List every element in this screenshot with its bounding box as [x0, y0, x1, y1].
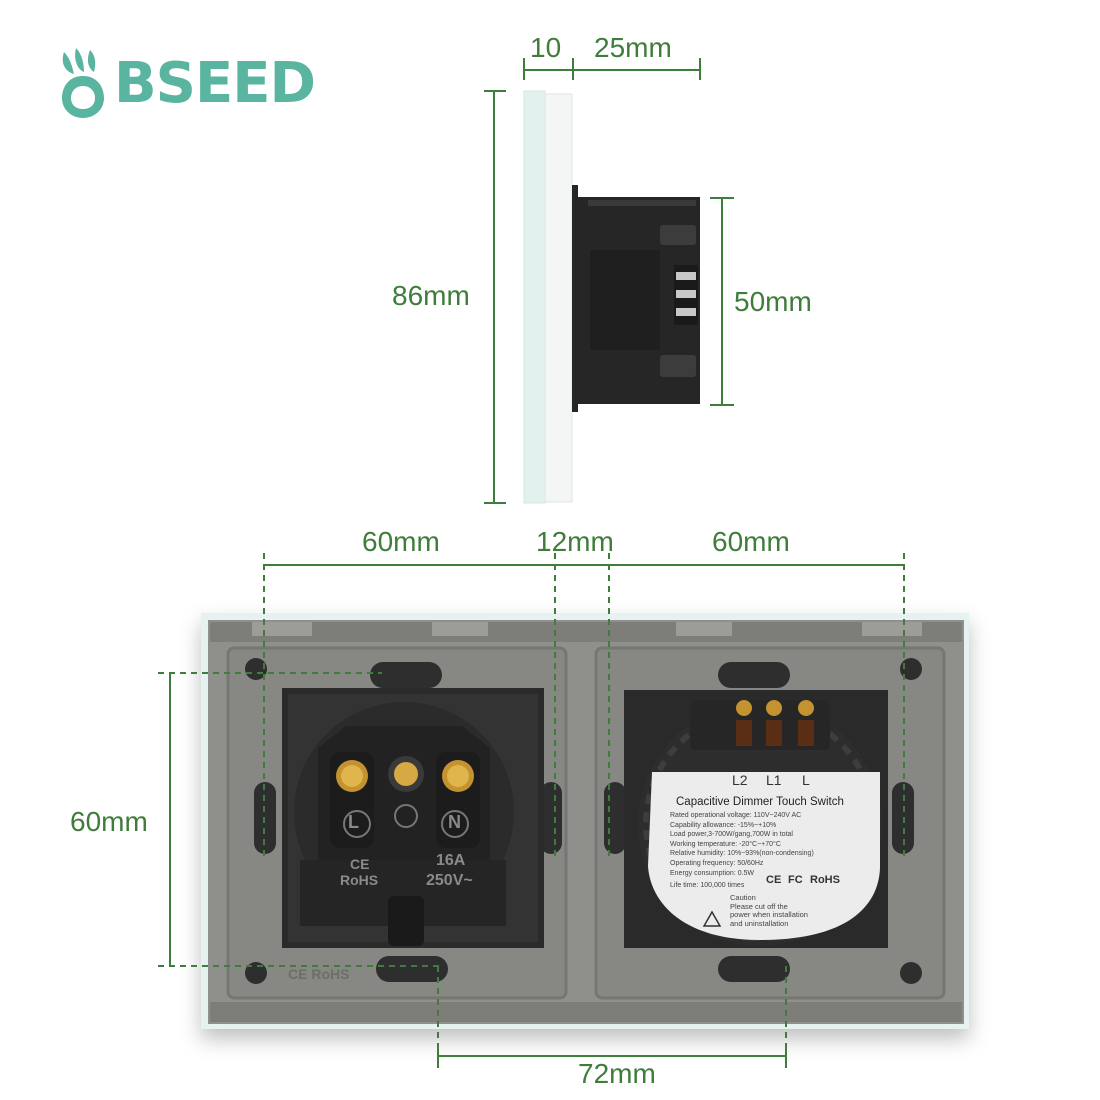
spec-line: Working temperature: -20°C~+70°C: [670, 840, 781, 848]
socket-rohs-mark: RoHS: [340, 872, 379, 888]
frame-back-panel: [544, 93, 573, 503]
dim-center-distance: 72mm: [578, 1058, 656, 1089]
dimmer-spec-list: Rated operational voltage: 110V~240V AC …: [670, 811, 870, 891]
dimmer-terminal-l2: L2: [732, 772, 748, 788]
dim-module-height: 60mm: [70, 806, 148, 837]
spec-line: Load power,3-700W/gang,700W in total: [670, 831, 793, 839]
dimmer-module: [624, 690, 888, 948]
spec-line: Operating frequency: 50/60Hz: [670, 859, 764, 867]
caution-title: Caution: [730, 893, 756, 902]
dim-glass-thickness: 10: [530, 32, 562, 63]
frame-ce-rohs-mark: CE RoHS: [288, 966, 350, 982]
back-view-diagram: [158, 553, 969, 1068]
dim-right-width: 60mm: [712, 526, 790, 557]
caution-line: power when installation: [730, 910, 808, 920]
dimmer-label-title: Capacitive Dimmer Touch Switch: [676, 796, 844, 808]
socket-module: [282, 688, 544, 948]
caution-line: Please cut off the: [730, 901, 788, 911]
brand-name: BSEED: [114, 50, 316, 116]
dimmer-rohs-mark: RoHS: [810, 874, 840, 886]
spec-line: Rated operational voltage: 110V~240V AC: [670, 812, 802, 819]
spec-line: Energy consumption: 0.5W: [670, 869, 755, 877]
socket-ce-mark: CE: [350, 856, 370, 872]
dimmer-fc-mark: FC: [788, 874, 803, 886]
dim-gap: 12mm: [536, 526, 614, 557]
dim-body-height: 50mm: [734, 286, 812, 317]
side-view-diagram: [484, 58, 734, 504]
spec-line: Capability allowance: -15%~+10%: [670, 821, 777, 829]
spec-line: Relative humidity: 10%~93%(non-condensin…: [670, 850, 814, 858]
dim-body-depth: 25mm: [594, 32, 672, 63]
dim-panel-height: 86mm: [392, 280, 470, 311]
socket-rating-amps: 16A: [436, 852, 466, 869]
dim-left-width: 60mm: [362, 526, 440, 557]
dimmer-terminal-l: L: [802, 772, 810, 788]
socket-terminal-l: L: [348, 812, 359, 832]
socket-rating-volts: 250V~: [426, 872, 473, 889]
dimmer-terminal-l1: L1: [766, 772, 782, 788]
rabbit-ears-logo-icon: [62, 48, 104, 118]
dimmer-ce-mark: CE: [766, 874, 782, 886]
socket-terminal-n: N: [448, 812, 461, 832]
dimmer-caution-block: Caution Please cut off the power when in…: [730, 893, 808, 928]
glass-front-panel: [523, 90, 546, 504]
brand-logo: BSEED: [58, 46, 316, 120]
caution-line: and uninstallation: [730, 918, 789, 928]
spec-line: Life time: 100,000 times: [670, 882, 745, 890]
